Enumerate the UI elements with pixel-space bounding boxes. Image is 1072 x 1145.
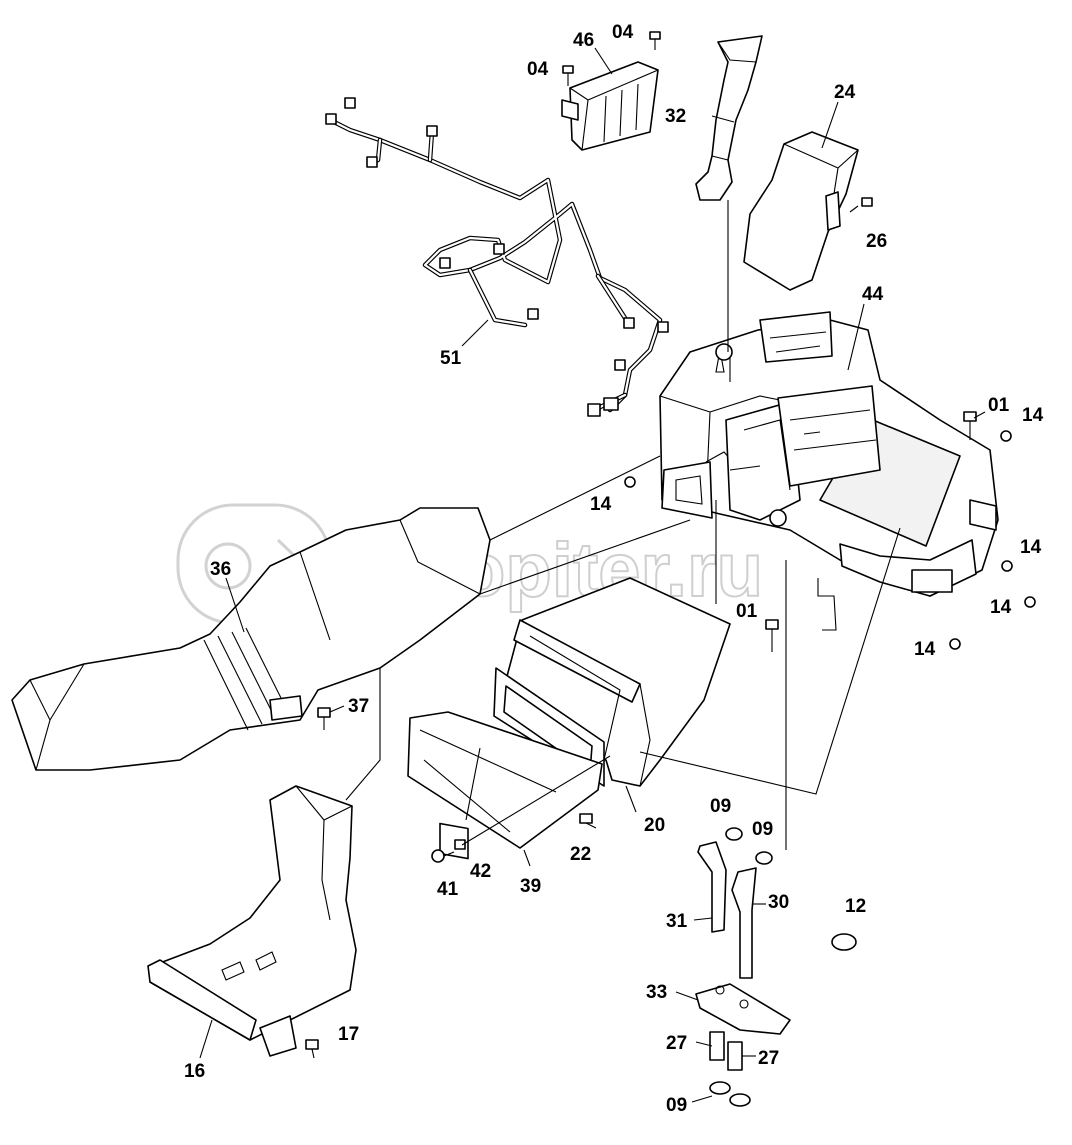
callout-01: 01 — [988, 395, 1010, 416]
nut-42 — [454, 839, 466, 850]
pin-41 — [431, 849, 455, 863]
hose-30 — [731, 867, 757, 979]
harness-connector — [426, 125, 438, 137]
harness-connector — [527, 308, 539, 320]
callout-01: 01 — [736, 601, 758, 622]
unit-connector — [911, 569, 953, 593]
callout-41: 41 — [437, 879, 459, 900]
callout-46: 46 — [573, 30, 594, 51]
hose-31 — [697, 841, 727, 933]
harness-connector — [325, 113, 337, 125]
harness-connector — [587, 403, 601, 417]
harness-connector — [439, 257, 451, 269]
callout-14: 14 — [1020, 537, 1042, 558]
fitting-27-right — [727, 1041, 743, 1071]
watermark-logo-a — [204, 542, 252, 590]
callout-leader-lines — [199, 47, 986, 1103]
duct-32 — [695, 35, 763, 201]
callout-17: 17 — [338, 1024, 359, 1045]
clip-14 — [949, 638, 961, 650]
callout-44: 44 — [862, 284, 884, 305]
callout-30: 30 — [768, 892, 789, 913]
harness-connector — [366, 156, 378, 168]
callout-09: 09 — [752, 819, 773, 840]
callout-14: 14 — [914, 639, 936, 660]
callout-36: 36 — [210, 559, 231, 580]
screw-26 — [849, 197, 873, 213]
callout-20: 20 — [644, 815, 665, 836]
harness-connector — [493, 243, 505, 255]
callout-27: 27 — [758, 1048, 779, 1069]
callout-31: 31 — [666, 911, 688, 932]
callout-42: 42 — [470, 861, 491, 882]
screw-37 — [317, 707, 331, 730]
callout-32: 32 — [665, 106, 686, 127]
wire-harness-51 — [325, 97, 669, 417]
callouts: 46 04 04 32 24 26 44 51 01 14 14 14 14 1… — [184, 22, 1044, 1116]
callout-27: 27 — [666, 1033, 687, 1054]
clip-14 — [624, 476, 636, 488]
callout-14: 14 — [1022, 405, 1044, 426]
harness-connector — [623, 317, 635, 329]
callout-14: 14 — [990, 597, 1012, 618]
relay-46 — [561, 61, 659, 151]
harness-connector — [344, 97, 356, 109]
clamp-09-lower — [709, 1081, 751, 1107]
duct-24 — [743, 131, 859, 291]
screw-01-lower — [765, 619, 779, 652]
harness-connector — [603, 397, 619, 411]
clamp-09-upper-right — [755, 851, 773, 865]
clip-14 — [1001, 560, 1013, 572]
callout-12: 12 — [845, 896, 866, 917]
assembly-leader-lines — [345, 200, 901, 850]
callout-37: 37 — [348, 696, 369, 717]
callout-04: 04 — [527, 59, 549, 80]
clip-14 — [1024, 596, 1036, 608]
callout-33: 33 — [646, 982, 667, 1003]
screw-22 — [579, 813, 597, 829]
clamp-09-upper-left — [725, 827, 743, 841]
callout-09: 09 — [710, 796, 731, 817]
cap-12 — [831, 933, 857, 951]
screw-17 — [305, 1039, 319, 1059]
filter-case-20 — [493, 577, 731, 787]
callout-39: 39 — [520, 876, 541, 897]
callout-26: 26 — [866, 231, 887, 252]
duct-36 — [11, 507, 491, 771]
callout-24: 24 — [834, 82, 856, 103]
bolt-04-left — [562, 65, 574, 86]
bolt-04-right — [649, 31, 661, 50]
harness-connector — [614, 359, 626, 371]
plate-33 — [695, 983, 791, 1035]
callout-16: 16 — [184, 1061, 205, 1082]
clip-14 — [1000, 430, 1012, 442]
callout-09: 09 — [666, 1095, 687, 1116]
duct-16 — [147, 785, 357, 1057]
hvac-unit-44 — [659, 311, 999, 631]
callout-14: 14 — [590, 494, 612, 515]
fitting-27-left — [709, 1031, 725, 1061]
callout-51: 51 — [440, 348, 462, 369]
callout-22: 22 — [570, 844, 591, 865]
harness-connector — [657, 321, 669, 333]
callout-04: 04 — [612, 22, 634, 43]
